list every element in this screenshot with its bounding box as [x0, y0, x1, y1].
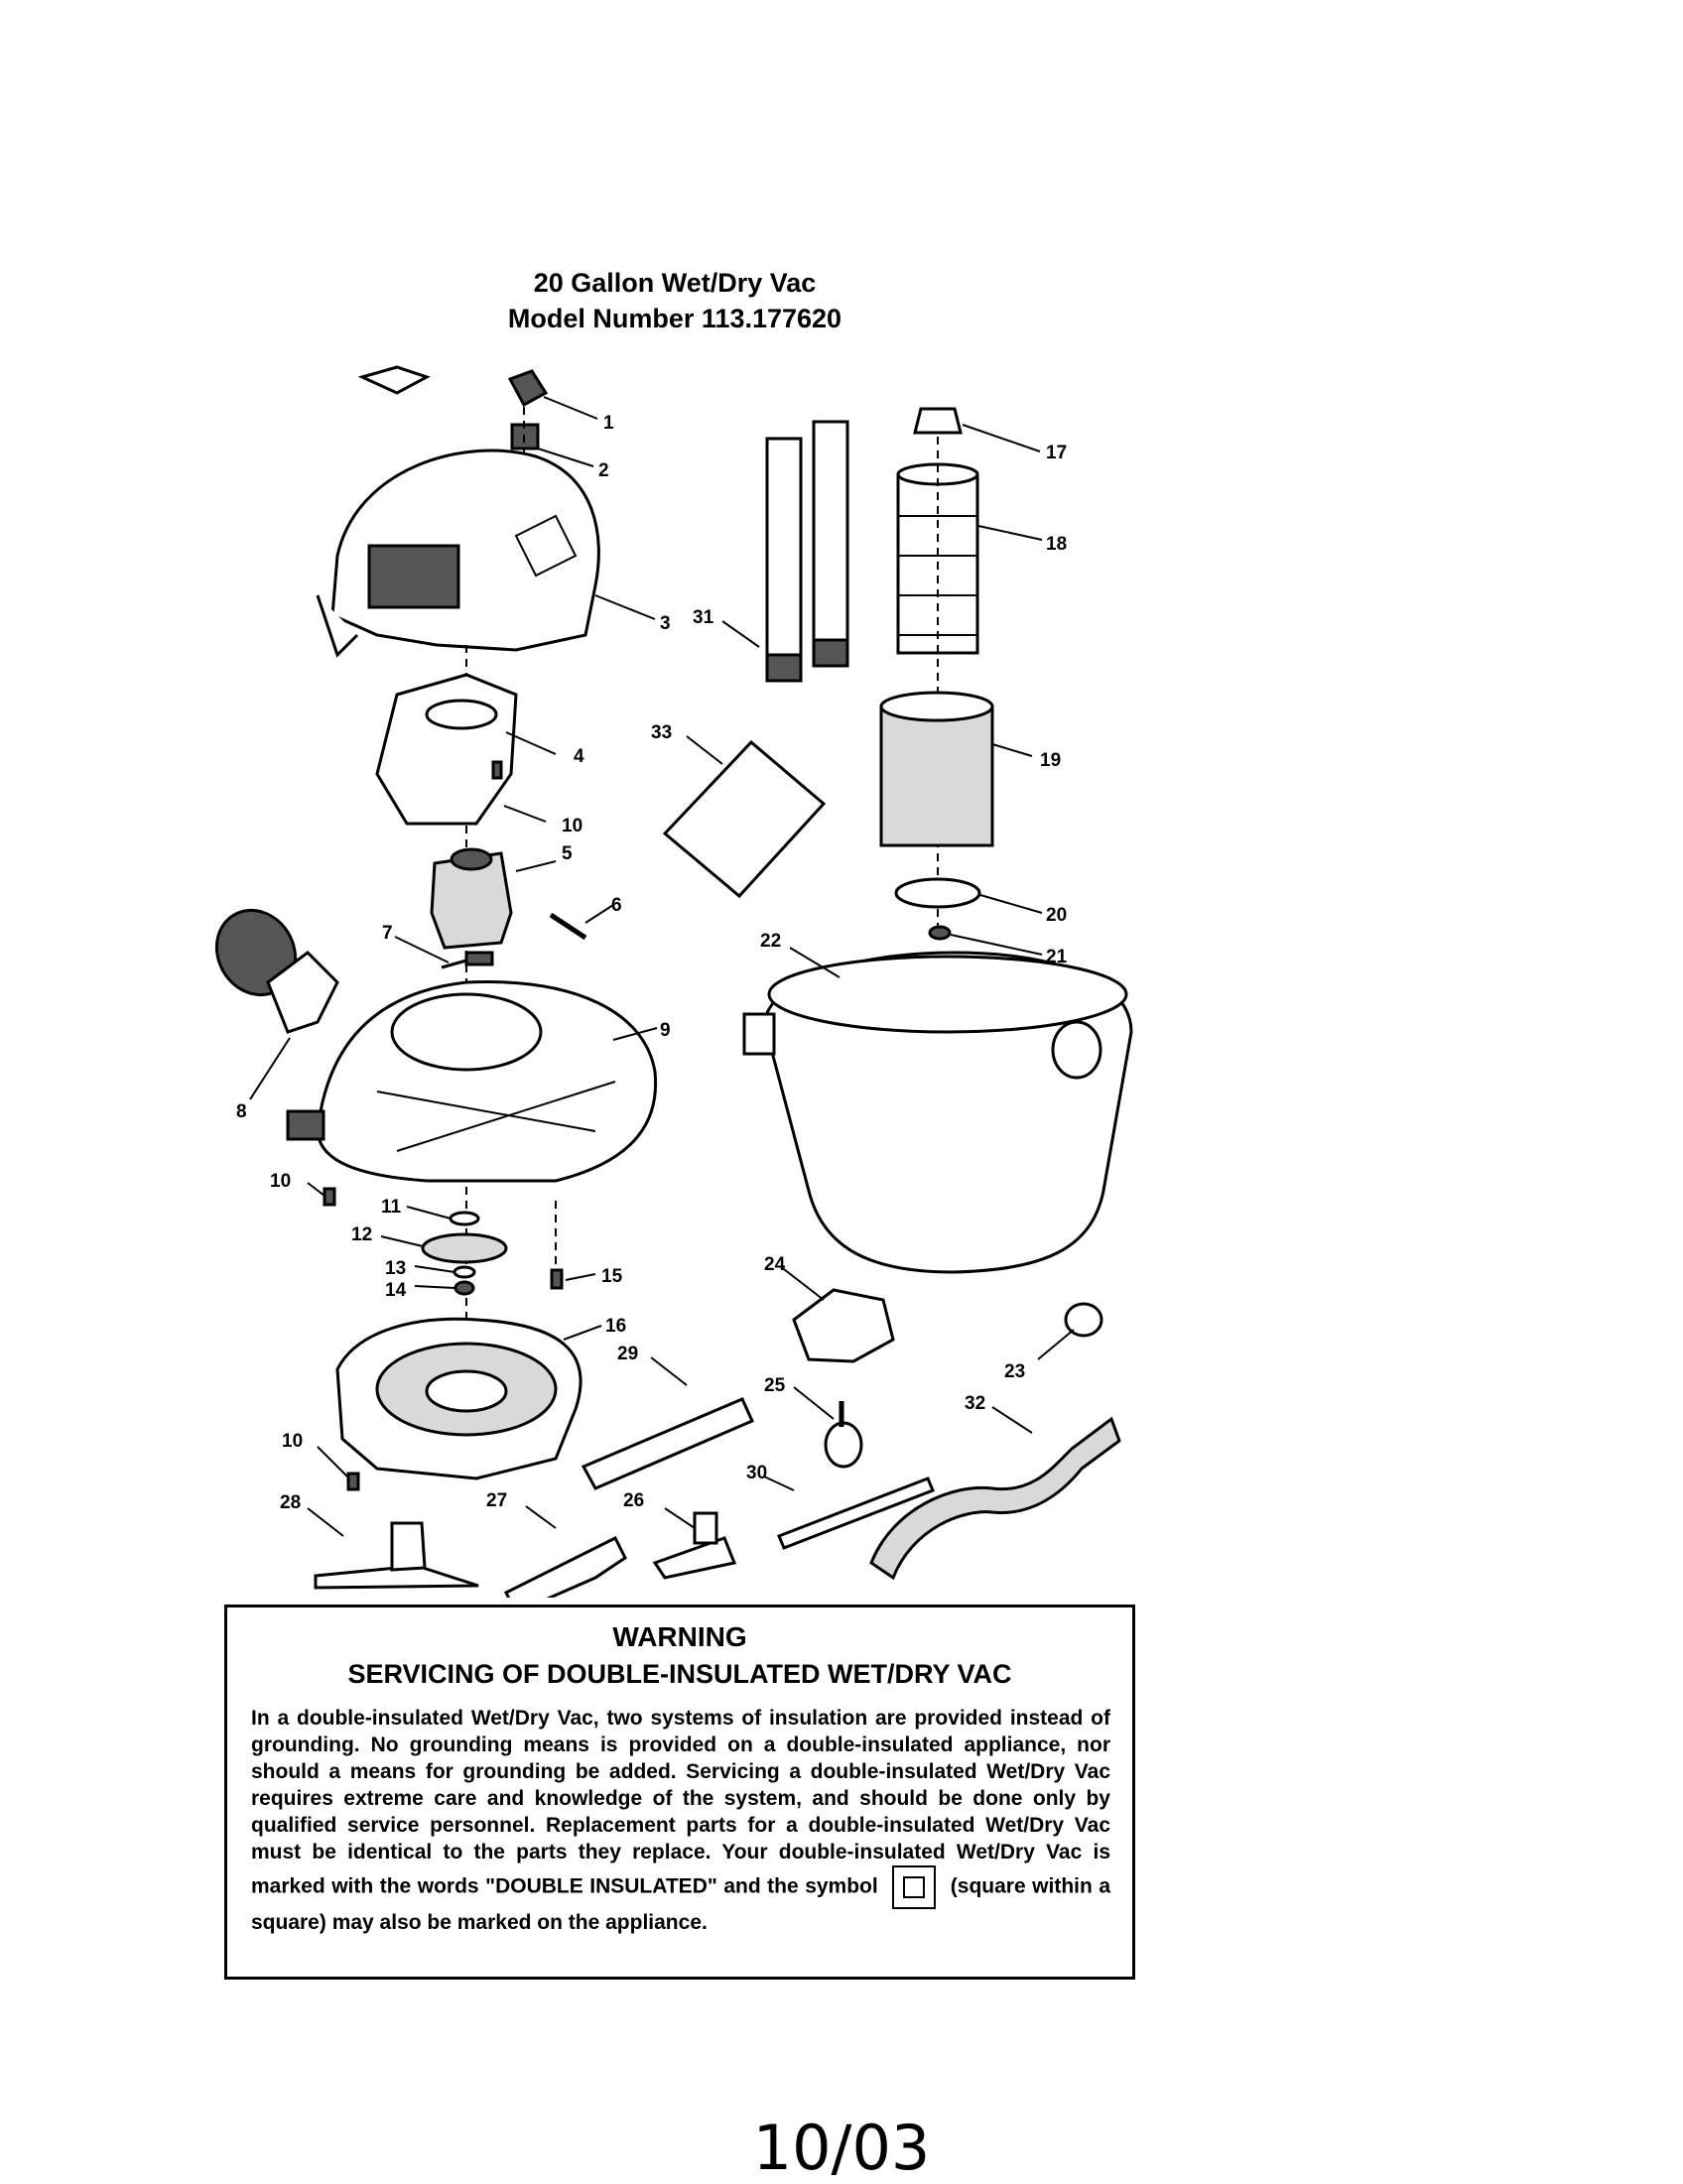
- callout-10-lower: 10: [282, 1431, 303, 1452]
- callout-25: 25: [764, 1375, 786, 1396]
- part-10-screw-a: [323, 1187, 336, 1207]
- date-code: 10/03: [752, 2112, 931, 2184]
- callout-2: 2: [598, 460, 609, 481]
- callout-32: 32: [965, 1393, 985, 1414]
- callout-26: 26: [623, 1490, 644, 1511]
- part-1-switch-cover: [507, 369, 549, 408]
- callout-4: 4: [574, 746, 584, 767]
- part-5-motor: [430, 847, 513, 950]
- callout-9: 9: [660, 1020, 671, 1041]
- part-10-screw-c: [346, 1472, 360, 1491]
- callout-8: 8: [236, 1101, 247, 1122]
- part-26-utility-nozzle: [652, 1511, 737, 1580]
- part-20-filter-disc: [894, 877, 981, 909]
- part-21-filter-nut: [928, 925, 952, 941]
- part-14-nut: [453, 1280, 475, 1296]
- part-9-lid: [286, 980, 658, 1183]
- part-11-washer: [449, 1211, 480, 1226]
- part-29-extension-wand: [581, 1397, 754, 1490]
- callout-17: 17: [1046, 443, 1067, 463]
- warning-heading: WARNING: [612, 1621, 747, 1652]
- part-8-hose-inlet: [214, 908, 339, 1034]
- callout-10-left: 10: [270, 1171, 291, 1192]
- callout-6: 6: [611, 895, 622, 916]
- part-22-tank: [742, 951, 1133, 1274]
- callout-7: 7: [382, 923, 393, 944]
- callout-3: 3: [660, 613, 671, 634]
- callout-18: 18: [1046, 534, 1067, 555]
- part-30-accessory-strip: [777, 1477, 935, 1550]
- part-23-drain-cap: [1064, 1302, 1103, 1338]
- part-15-screw: [550, 1201, 564, 1290]
- callout-30: 30: [746, 1463, 767, 1483]
- exploded-parts-diagram: 1 2 3 4 10 5 6 7 8 9 10 11 12 13 14 15 1…: [214, 365, 1133, 1598]
- part-7-connector: [441, 951, 494, 969]
- part-13-washer: [453, 1265, 476, 1279]
- part-27-crevice-tool: [503, 1535, 627, 1598]
- callout-10-upper: 10: [562, 816, 583, 836]
- callout-21: 21: [1046, 947, 1068, 967]
- callout-1: 1: [603, 413, 614, 434]
- part-19-cartridge-filter: [879, 691, 994, 847]
- callout-13: 13: [385, 1258, 406, 1279]
- callout-12: 12: [351, 1224, 372, 1245]
- callout-31: 31: [693, 607, 714, 628]
- part-callouts: 1 2 3 4 10 5 6 7 8 9 10 11 12 13 14 15 1…: [236, 413, 1068, 1513]
- callout-29: 29: [617, 1344, 638, 1364]
- part-32-hose: [869, 1416, 1121, 1581]
- callout-15: 15: [601, 1266, 623, 1287]
- callout-20: 20: [1046, 905, 1067, 926]
- callout-24: 24: [764, 1254, 786, 1275]
- callout-28: 28: [280, 1492, 301, 1513]
- callout-5: 5: [562, 843, 573, 864]
- double-insulated-symbol-icon: [892, 1865, 937, 1909]
- part-24-caster-base: [792, 1288, 895, 1363]
- warning-subheading: SERVICING OF DOUBLE-INSULATED WET/DRY VA…: [347, 1659, 1012, 1689]
- part-33-filter-bag: [662, 739, 827, 899]
- warning-text-part-2: (square within a square) may also be mar…: [251, 1874, 1111, 1934]
- part-31-extension-wands: [765, 420, 849, 683]
- callout-22: 22: [760, 931, 781, 952]
- callout-16: 16: [605, 1316, 626, 1337]
- part-4-motor-housing: [375, 673, 518, 826]
- callout-23: 23: [1004, 1361, 1025, 1382]
- model-number: Model Number 113.177620: [507, 304, 842, 333]
- part-28-floor-nozzle: [314, 1521, 479, 1590]
- part-6-brush: [549, 912, 587, 941]
- diagram-title: 20 Gallon Wet/Dry Vac: [533, 268, 817, 298]
- callout-11: 11: [381, 1197, 402, 1218]
- warning-body: In a double-insulated Wet/Dry Vac, two s…: [251, 1705, 1110, 1936]
- part-16-filter-cage: [335, 1317, 583, 1480]
- callout-33: 33: [651, 722, 672, 743]
- warning-box: WARNING SERVICING OF DOUBLE-INSULATED WE…: [224, 1605, 1135, 1980]
- part-12-impeller: [421, 1232, 508, 1264]
- leader-lines: [249, 396, 1075, 1537]
- part-17-float-cap: [913, 407, 963, 435]
- part-25-caster: [824, 1401, 863, 1469]
- callout-27: 27: [486, 1490, 507, 1511]
- callout-19: 19: [1040, 750, 1061, 771]
- part-3-motor-cover: [316, 365, 600, 658]
- callout-14: 14: [385, 1280, 407, 1301]
- part-10-screw-b: [491, 760, 503, 780]
- warning-text-part-1: In a double-insulated Wet/Dry Vac, two s…: [251, 1707, 1110, 1898]
